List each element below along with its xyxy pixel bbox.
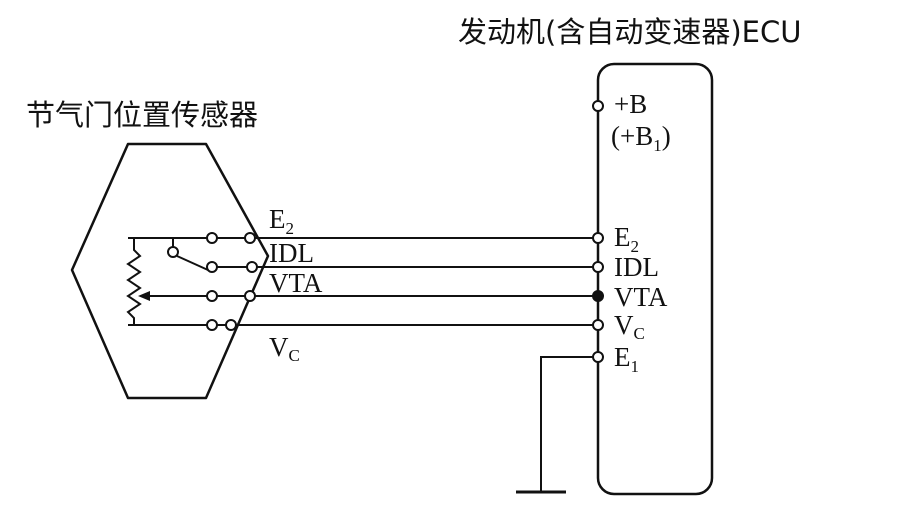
- wire-e1-ground: [540, 356, 593, 492]
- ecu-pin-idl: [592, 261, 604, 273]
- ecu-pin-vc: [592, 319, 604, 331]
- idle-switch-arm: [176, 255, 209, 271]
- ecu-pin-labels: +B (+B1) E2 IDL VTA VC E1: [611, 89, 671, 376]
- sensor-terminal-vta: [244, 290, 256, 302]
- sensor-terminal-idl: [246, 261, 258, 273]
- ecu-title: 发动机(含自动变速器)ECU: [458, 15, 801, 49]
- sensor-connector-pin-vc-inner: [206, 319, 218, 331]
- sensor-terminal-e2: [244, 232, 256, 244]
- sensor-label-e2: E2: [269, 204, 294, 238]
- sensor-connector-pin-vta-inner: [206, 290, 218, 302]
- sensor-body: [70, 142, 270, 400]
- wiring-harness: [236, 237, 593, 494]
- ecu-connector: [592, 100, 604, 363]
- sensor-terminal-vc: [225, 319, 237, 331]
- ecu-pin-b: [592, 100, 604, 112]
- ecu-label-b1: (+B1): [611, 121, 671, 155]
- potentiometer-resistor: [126, 238, 142, 325]
- sensor-label-idl: IDL: [269, 238, 314, 268]
- ecu-pin-e2: [592, 232, 604, 244]
- ecu-label-e2: E2: [614, 222, 639, 256]
- sensor-label-vc: VC: [269, 332, 300, 365]
- ecu-label-idl: IDL: [614, 252, 659, 282]
- ecu-label-e1: E1: [614, 342, 639, 376]
- ecu-label-b: +B: [614, 89, 647, 119]
- sensor-connector-pin-idl-inner: [206, 261, 218, 273]
- sensor-pin-labels: E2 IDL VTA VC: [269, 204, 323, 365]
- sensor-internal-circuit: [126, 237, 248, 326]
- sensor-label-vta: VTA: [269, 268, 323, 298]
- sensor-connector: [206, 232, 258, 331]
- ecu-label-vc: VC: [614, 310, 645, 343]
- ecu-box: [596, 62, 714, 496]
- sensor-connector-pin-e2-inner: [206, 232, 218, 244]
- ecu-pin-e1: [592, 351, 604, 363]
- sensor-title: 节气门位置传感器: [26, 98, 258, 132]
- wiper-arrow-icon: [138, 291, 150, 301]
- idle-switch-pivot: [167, 246, 179, 258]
- ecu-pin-vta: [592, 290, 604, 302]
- ecu-label-vta: VTA: [614, 282, 668, 312]
